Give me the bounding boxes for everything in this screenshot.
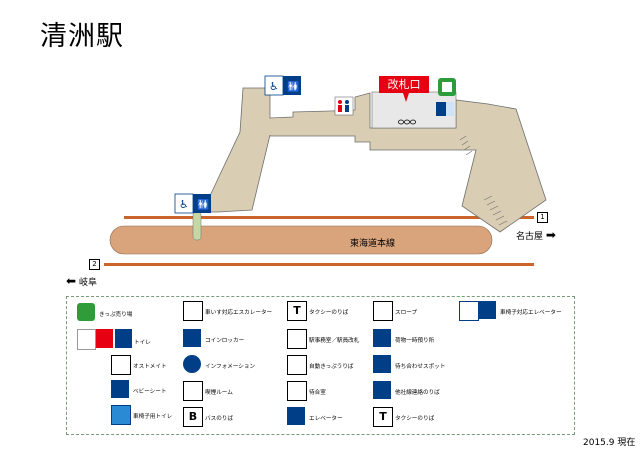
legend-slope: スロープ xyxy=(395,310,418,316)
smoking-room-icon xyxy=(183,381,203,401)
ticket-gates xyxy=(398,119,416,125)
legend-accessible-toilet: 車椅子用トイレ xyxy=(133,414,173,420)
legend-auto-gate: 自動きっぷうりば xyxy=(309,364,354,370)
legend-baggage: 荷物一時預り所 xyxy=(395,338,435,344)
ticket-machine-icon-map xyxy=(438,78,456,96)
legend-other-line: 他社線連絡のりば xyxy=(395,390,440,396)
ostomate-icon xyxy=(111,355,131,375)
station-map: ♿ 🚻 ♿ 🚻 xyxy=(104,75,547,266)
wheelchair-elevator-icon-top: ♿ 🚻 xyxy=(264,75,301,96)
legend-toilet: トイレ xyxy=(134,340,151,346)
legend-meeting-spot: 待ち合わせスポット xyxy=(395,364,446,370)
legend-information: インフォメーション xyxy=(205,364,256,370)
island-platform xyxy=(109,225,493,255)
station-title: 清洲駅 xyxy=(40,21,124,52)
wheelchair-elevator-icon-b xyxy=(478,301,496,319)
track-2 xyxy=(104,263,534,266)
direction-right-label: 名古屋 xyxy=(516,232,544,242)
slope-icon xyxy=(373,301,393,321)
svg-text:♿: ♿ xyxy=(179,198,189,211)
coin-locker-icon xyxy=(183,329,201,347)
svg-text:🚻: 🚻 xyxy=(287,80,299,93)
meeting-spot-icon xyxy=(373,355,391,373)
toilet-icon-map xyxy=(334,96,354,116)
legend-station-office: 駅事務室／駅員改札 xyxy=(309,338,360,344)
elevator-shaft xyxy=(192,211,202,241)
arrow-right-icon: ➡ xyxy=(545,228,556,242)
taxi2-icon: T xyxy=(373,407,393,427)
baby-seat-icon xyxy=(111,380,129,398)
station-office-icon xyxy=(287,329,307,349)
line-name: 東海道本線 xyxy=(350,239,396,249)
accessible-toilet-icon xyxy=(111,405,131,425)
wheelchair-elevator-icon xyxy=(459,301,479,321)
elevator-icon xyxy=(287,407,305,425)
legend-taxi: タクシーのりば xyxy=(309,310,349,316)
concourse xyxy=(177,87,547,233)
wheelchair-escalator-icon xyxy=(183,301,203,321)
date-stamp: 2015.9 現在 xyxy=(583,438,636,448)
bus-icon: B xyxy=(183,407,203,427)
legend-coin-locker: コインロッカー xyxy=(205,338,245,344)
svg-text:🚻: 🚻 xyxy=(197,198,209,211)
taxi-icon: T xyxy=(287,301,307,321)
direction-right: 名古屋 ➡ xyxy=(516,228,556,242)
svg-text:♿: ♿ xyxy=(269,80,279,93)
baggage-icon xyxy=(373,329,391,347)
arrow-left-icon: ⬅ xyxy=(66,274,77,288)
gate-pointer xyxy=(403,93,409,102)
legend-smoking-room: 喫煙ルーム xyxy=(205,390,233,396)
platform-number-2: 2 xyxy=(89,259,100,270)
waiting-room-icon xyxy=(287,381,307,401)
direction-left: ⬅ 岐阜 xyxy=(66,274,97,288)
toilet-male-icon xyxy=(77,329,96,350)
legend-baby-seat: ベビーシート xyxy=(133,389,167,395)
direction-left-label: 岐阜 xyxy=(78,278,97,288)
wheelchair-elevator-icon-bottom: ♿ 🚻 xyxy=(174,193,211,214)
other-line-icon xyxy=(373,381,391,399)
toilet-female-icon xyxy=(96,329,113,348)
ticket-machine-icon xyxy=(77,303,95,321)
auto-gate-icon xyxy=(287,355,307,375)
legend-taxi2: タクシーのりば xyxy=(395,416,435,422)
station-office-icon-map xyxy=(436,102,454,116)
legend-waiting-room: 待合室 xyxy=(309,390,326,396)
platform-number-1: 1 xyxy=(537,212,548,223)
legend: きっぷ売り場 トイレ オストメイト ベビーシート 車椅子用トイレ 車いす対応エス… xyxy=(66,296,575,435)
information-icon xyxy=(183,355,201,373)
legend-ticket-machine: きっぷ売り場 xyxy=(99,312,133,318)
legend-elevator: エレベーター xyxy=(309,416,343,422)
track-1 xyxy=(124,216,534,219)
gate-label: 改札口 xyxy=(379,76,429,93)
stairs-right xyxy=(459,135,508,226)
legend-ostomate: オストメイト xyxy=(133,364,167,370)
legend-wheelchair-escalator: 車いす対応エスカレーター xyxy=(205,310,273,316)
legend-wheelchair-elevator: 車椅子対応エレベーター xyxy=(500,310,562,316)
toilet-icon xyxy=(115,329,132,348)
legend-bus: バスのりば xyxy=(205,416,233,422)
